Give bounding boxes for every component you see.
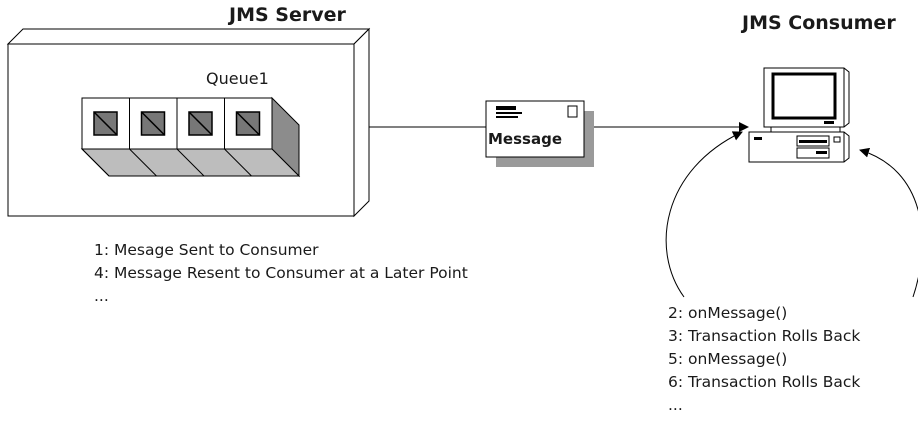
consumer-step: 6: Transaction Rolls Back	[668, 373, 861, 391]
consumer-title: JMS Consumer	[742, 12, 896, 34]
consumer-step: 2: onMessage()	[668, 304, 788, 322]
consumer-step: 5: onMessage()	[668, 350, 788, 368]
server-step: 4: Message Resent to Consumer at a Later…	[94, 264, 468, 282]
consumer-step: 3: Transaction Rolls Back	[668, 327, 861, 345]
queue-cell-4	[224, 97, 273, 150]
consumer-step: ...	[668, 396, 683, 414]
server-step: 1: Mesage Sent to Consumer	[94, 241, 319, 259]
left-cycle-arc	[665, 131, 743, 298]
queue-cells	[80, 96, 301, 178]
queue-cell-2	[129, 97, 178, 150]
server-step: ...	[94, 287, 109, 305]
server-title: JMS Server	[229, 4, 346, 26]
queue-cell-3	[176, 97, 225, 150]
message-envelope	[485, 100, 594, 167]
queue-cell-1	[81, 97, 130, 150]
computer-icon	[748, 67, 850, 163]
right-cycle-arc	[859, 147, 918, 298]
consumer-steps: 2: onMessage() 3: Transaction Rolls Back…	[668, 302, 860, 417]
message-label: Message	[488, 130, 562, 148]
server-steps: 1: Mesage Sent to Consumer 4: Message Re…	[94, 239, 468, 308]
queue-label: Queue1	[206, 69, 269, 88]
